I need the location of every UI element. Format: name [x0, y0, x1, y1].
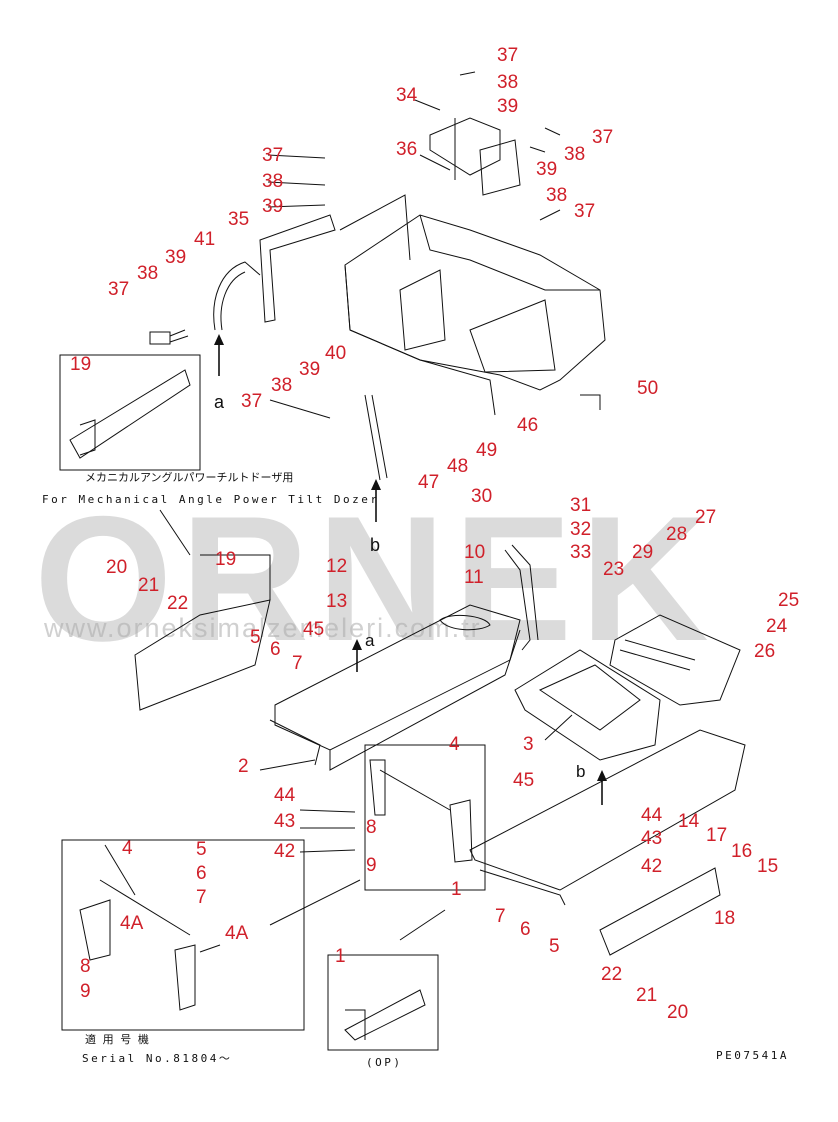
callout-4: 4 — [449, 734, 460, 755]
watermark-logo: ORNEK — [34, 479, 717, 678]
callout-40: 40 — [325, 343, 347, 364]
variant-note-en: For Mechanical Angle Power Tilt Dozer — [42, 493, 380, 506]
callout-23: 23 — [603, 559, 625, 580]
callout-7: 7 — [196, 887, 207, 908]
callout-24: 24 — [766, 616, 788, 637]
callout-30: 30 — [471, 486, 493, 507]
callout-1: 1 — [335, 946, 346, 967]
callout-45: 45 — [303, 619, 325, 640]
callout-50: 50 — [637, 378, 659, 399]
callout-6: 6 — [196, 863, 207, 884]
callout-37: 37 — [262, 145, 284, 166]
callout-42: 42 — [641, 856, 663, 877]
callout-11: 11 — [464, 567, 484, 588]
callout-19: 19 — [70, 354, 92, 375]
callout-7: 7 — [495, 906, 506, 927]
callout-9: 9 — [80, 981, 91, 1002]
callout-39: 39 — [165, 247, 187, 268]
callout-38: 38 — [546, 185, 568, 206]
variant-note-jp: メカニカルアングルパワーチルトドーザ用 — [85, 471, 294, 484]
callout-20: 20 — [667, 1002, 689, 1023]
callout-32: 32 — [570, 519, 592, 540]
callout-28: 28 — [666, 524, 688, 545]
callout-14: 14 — [678, 811, 700, 832]
callout-37: 37 — [497, 45, 519, 66]
callout-4A: 4A — [120, 913, 144, 934]
callout-35: 35 — [228, 209, 250, 230]
callout-4: 4 — [122, 838, 133, 859]
callout-19: 19 — [215, 549, 237, 570]
view-arrow-a: a — [214, 392, 225, 412]
callout-21: 21 — [138, 575, 160, 596]
callout-6: 6 — [520, 919, 531, 940]
callout-22: 22 — [601, 964, 623, 985]
callout-39: 39 — [262, 196, 284, 217]
callout-34: 34 — [396, 85, 418, 106]
callout-17: 17 — [706, 825, 728, 846]
callout-37: 37 — [592, 127, 614, 148]
callout-5: 5 — [549, 936, 560, 957]
callout-49: 49 — [476, 440, 498, 461]
callout-33: 33 — [570, 542, 592, 563]
callout-39: 39 — [299, 359, 321, 380]
callout-20: 20 — [106, 557, 128, 578]
callout-5: 5 — [196, 839, 207, 860]
callout-37: 37 — [574, 201, 596, 222]
callout-21: 21 — [636, 985, 658, 1006]
callout-37: 37 — [108, 279, 130, 300]
callout-29: 29 — [632, 542, 654, 563]
callout-25: 25 — [778, 590, 800, 611]
callout-46: 46 — [517, 415, 539, 436]
callout-38: 38 — [262, 171, 284, 192]
callout-36: 36 — [396, 139, 418, 160]
callout-44: 44 — [274, 785, 296, 806]
callout-8: 8 — [80, 956, 91, 977]
callout-37: 37 — [241, 391, 263, 412]
callout-18: 18 — [714, 908, 736, 929]
callout-38: 38 — [497, 72, 519, 93]
drawing-code: PE07541A — [716, 1049, 789, 1062]
callout-1: 1 — [451, 879, 462, 900]
callout-48: 48 — [447, 456, 469, 477]
callout-43: 43 — [274, 811, 296, 832]
callout-15: 15 — [757, 856, 779, 877]
callout-45: 45 — [513, 770, 535, 791]
callout-13: 13 — [326, 591, 348, 612]
callout-38: 38 — [137, 263, 159, 284]
callout-44: 44 — [641, 805, 663, 826]
callout-10: 10 — [464, 542, 486, 563]
callout-9: 9 — [366, 855, 377, 876]
view-arrow-b: b — [370, 535, 381, 555]
serial-note: Serial No.81804〜 — [82, 1052, 233, 1065]
callout-8: 8 — [366, 817, 377, 838]
callout-47: 47 — [418, 472, 440, 493]
callout-12: 12 — [326, 556, 348, 577]
callout-26: 26 — [754, 641, 776, 662]
callout-6: 6 — [270, 639, 281, 660]
view-arrow-a-frame: a — [365, 631, 375, 650]
callout-43: 43 — [641, 828, 663, 849]
callout-31: 31 — [570, 495, 592, 516]
view-arrow-b-frame: b — [576, 762, 586, 781]
callout-22: 22 — [167, 593, 189, 614]
callout-3: 3 — [523, 734, 534, 755]
callout-16: 16 — [731, 841, 753, 862]
serial-note-jp: 適 用 号 機 — [85, 1033, 149, 1046]
callout-2: 2 — [238, 756, 249, 777]
callout-39: 39 — [497, 96, 519, 117]
callout-7: 7 — [292, 653, 303, 674]
callout-38: 38 — [564, 144, 586, 165]
callout-41: 41 — [194, 229, 216, 250]
callout-27: 27 — [695, 507, 717, 528]
optional-label: (OP) — [366, 1056, 403, 1069]
callout-39: 39 — [536, 159, 558, 180]
callout-5: 5 — [250, 627, 261, 648]
callout-42: 42 — [274, 841, 296, 862]
callout-4A: 4A — [225, 923, 249, 944]
callout-38: 38 — [271, 375, 293, 396]
